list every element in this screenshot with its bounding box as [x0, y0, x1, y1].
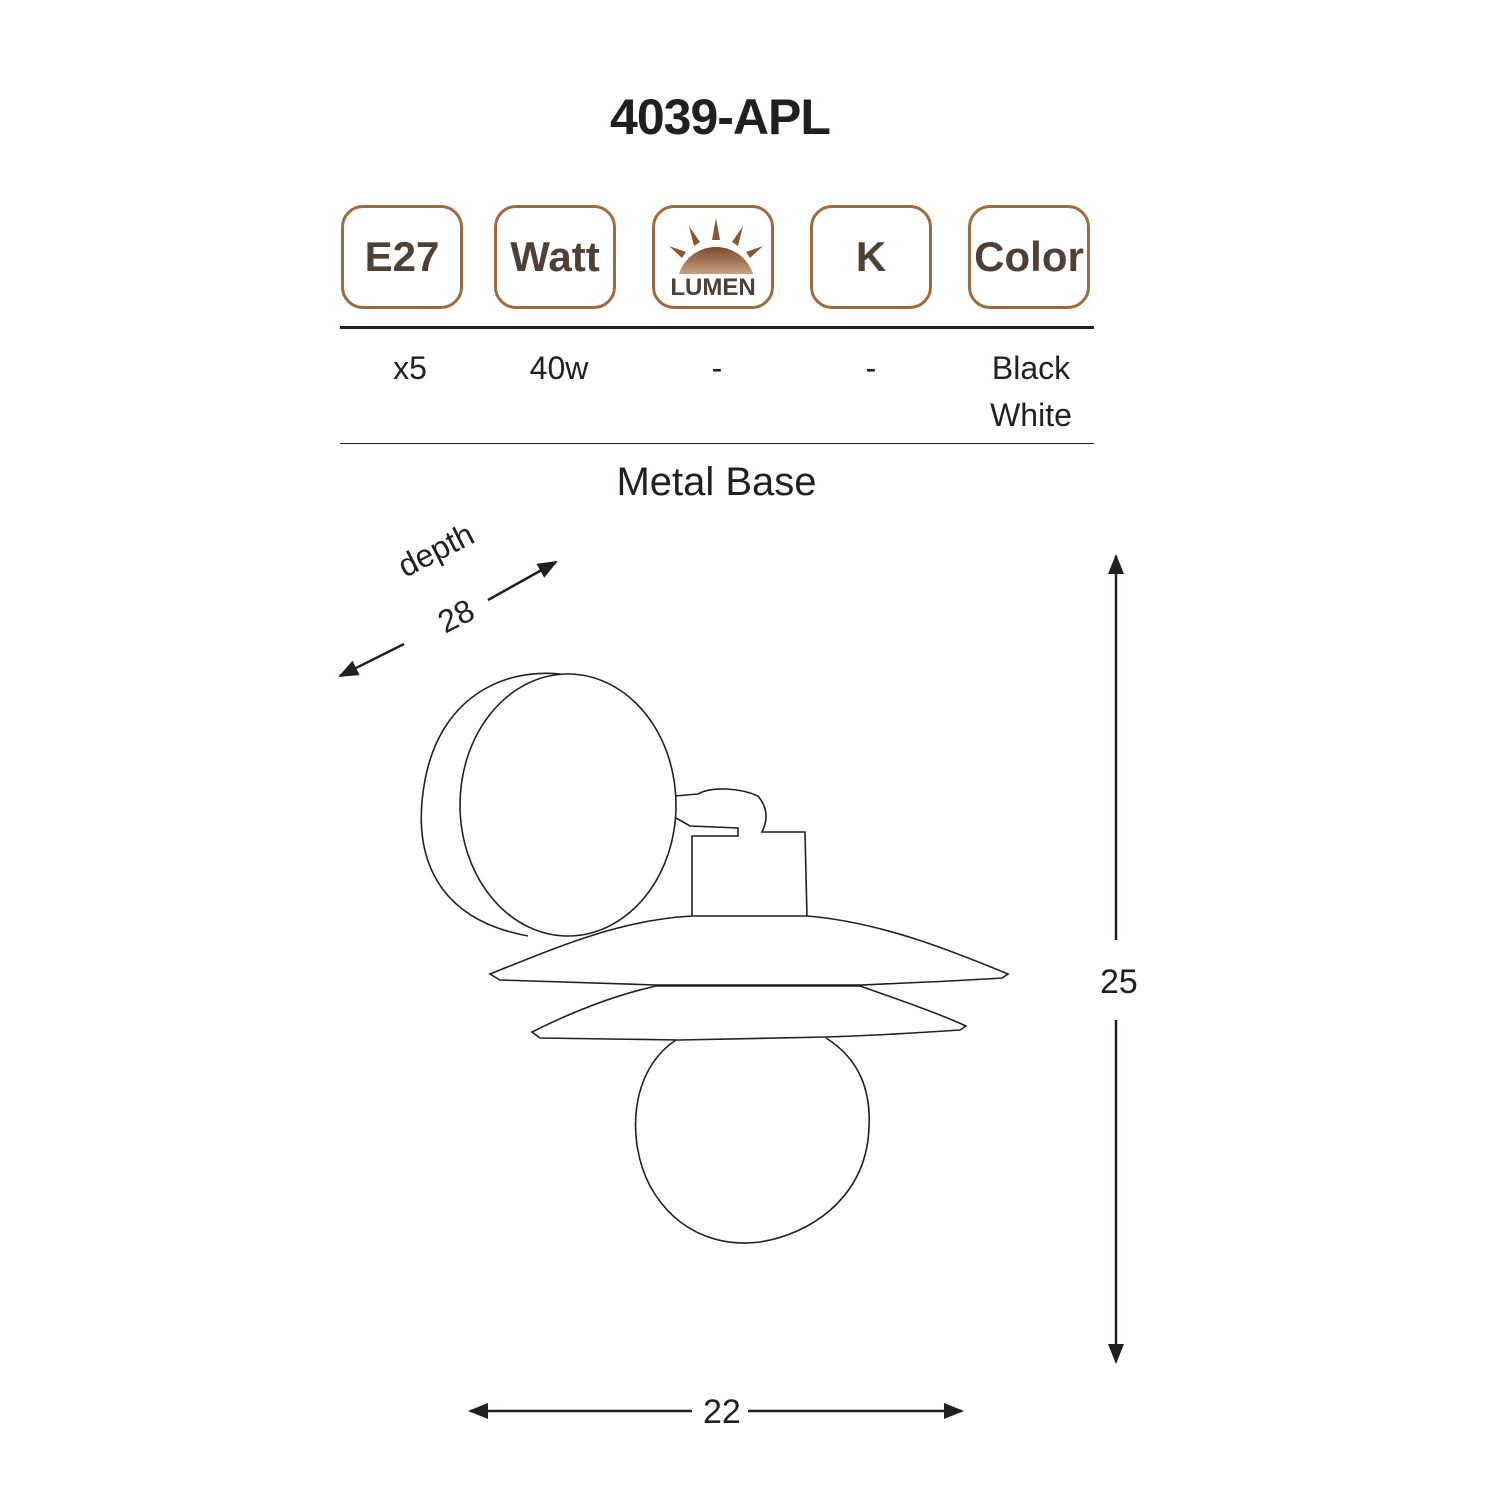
wall-plate-front: [459, 673, 677, 937]
lumen-value: -: [711, 350, 723, 386]
spec-top-rule: [340, 326, 1094, 329]
model-title: 4039-APL: [610, 89, 831, 145]
wall-plate-back: [420, 672, 561, 937]
socket-value: x5: [393, 350, 427, 386]
height-dimension: 25: [1100, 963, 1138, 1001]
depth-arrow-upper: [487, 560, 558, 602]
kelvin-icon: K: [810, 205, 932, 309]
color-value-black: Black: [991, 350, 1071, 386]
socket-icon: E27: [341, 205, 463, 309]
width-dimension: 22: [703, 1393, 741, 1431]
socket-icon-label: E27: [364, 233, 440, 280]
watt-icon-label: Watt: [510, 233, 600, 280]
lamp-arm: [674, 788, 808, 919]
lower-shade: [530, 985, 968, 1041]
watt-value: 40w: [529, 350, 589, 386]
spec-bottom-rule: [340, 443, 1094, 444]
color-value: Black White: [956, 345, 1106, 439]
lumen-icon: LUMEN: [652, 205, 774, 309]
color-value-white: White: [990, 397, 1072, 433]
color-icon: Color: [968, 205, 1090, 309]
color-icon-label: Color: [974, 233, 1084, 280]
kelvin-icon-label: K: [855, 233, 887, 280]
material-label: Metal Base: [616, 460, 817, 504]
kelvin-value: -: [865, 350, 877, 386]
watt-icon: Watt: [494, 205, 616, 309]
upper-shade: [488, 915, 1010, 986]
depth-arrow-lower: [338, 642, 405, 678]
bulb-globe: [634, 1037, 870, 1244]
lumen-icon-label: LUMEN: [668, 274, 758, 302]
